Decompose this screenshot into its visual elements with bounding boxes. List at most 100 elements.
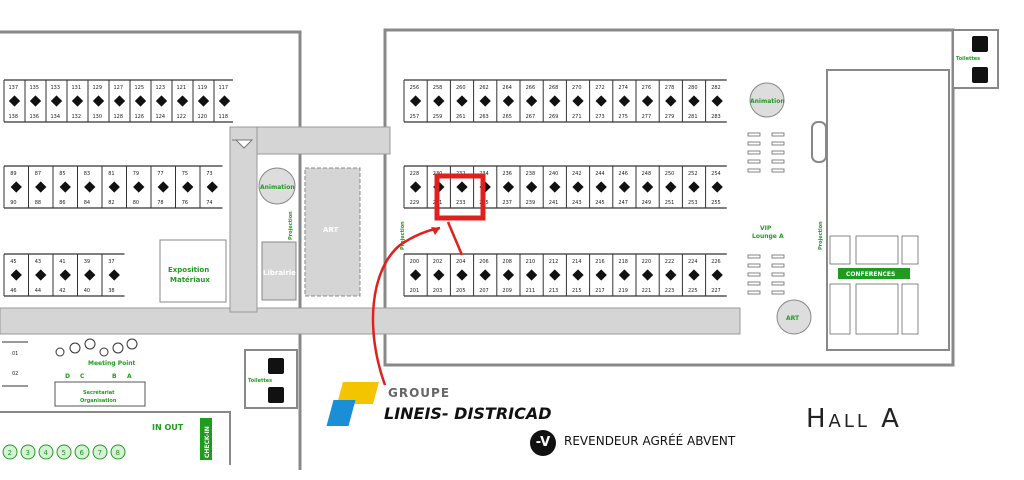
highlight-booth-box[interactable] — [434, 173, 486, 221]
booth-number[interactable]: 130 — [93, 114, 103, 120]
booth-number[interactable]: 88 — [35, 200, 41, 206]
booth-number[interactable]: 125 — [135, 85, 145, 91]
booth-number[interactable]: 39 — [84, 259, 90, 265]
booth-number[interactable]: 44 — [35, 288, 41, 294]
booth-number[interactable]: 265 — [502, 114, 512, 120]
booth-number[interactable]: 272 — [595, 85, 605, 91]
booth-number[interactable]: 245 — [595, 200, 605, 206]
booth-number[interactable]: 215 — [572, 288, 582, 294]
booth-number[interactable]: 273 — [595, 114, 605, 120]
booth-number[interactable]: 264 — [502, 85, 512, 91]
booth-number[interactable]: 218 — [618, 259, 628, 265]
booth-number[interactable]: 266 — [526, 85, 536, 91]
booth-number[interactable]: 117 — [219, 85, 229, 91]
booth-number[interactable]: 77 — [157, 171, 163, 177]
booth-number[interactable]: 123 — [156, 85, 166, 91]
booth-number[interactable]: 81 — [108, 171, 114, 177]
booth-number[interactable]: 244 — [595, 171, 605, 177]
booth-number[interactable]: 238 — [526, 171, 536, 177]
booth-number[interactable]: 132 — [72, 114, 82, 120]
booth-number[interactable]: 37 — [108, 259, 114, 265]
booth-number[interactable]: 01 — [12, 351, 18, 357]
booth-number[interactable]: 251 — [665, 200, 675, 206]
booth-number[interactable]: 239 — [526, 200, 536, 206]
booth-number[interactable]: 255 — [711, 200, 721, 206]
booth-number[interactable]: 269 — [549, 114, 559, 120]
booth-number[interactable]: 263 — [479, 114, 489, 120]
booth-number[interactable]: 236 — [502, 171, 512, 177]
booth-number[interactable]: 137 — [9, 85, 19, 91]
booth-number[interactable]: 201 — [410, 288, 420, 294]
booth-number[interactable]: 241 — [549, 200, 559, 206]
booth-number[interactable]: 84 — [84, 200, 90, 206]
booth-number[interactable]: 274 — [618, 85, 628, 91]
booth-number[interactable]: 271 — [572, 114, 582, 120]
booth-number[interactable]: 205 — [456, 288, 466, 294]
booth-number[interactable]: 233 — [456, 200, 466, 206]
booth-number[interactable]: 134 — [51, 114, 61, 120]
booth-number[interactable]: 133 — [51, 85, 61, 91]
booth-number[interactable]: 85 — [59, 171, 65, 177]
booth-number[interactable]: 02 — [12, 371, 18, 377]
booth-number[interactable]: 135 — [30, 85, 40, 91]
booth-number[interactable]: 208 — [502, 259, 512, 265]
booth-number[interactable]: 120 — [198, 114, 208, 120]
booth-number[interactable]: 248 — [642, 171, 652, 177]
booth-number[interactable]: 237 — [502, 200, 512, 206]
booth-number[interactable]: 87 — [35, 171, 41, 177]
booth-number[interactable]: 127 — [114, 85, 124, 91]
booth-number[interactable]: 82 — [108, 200, 114, 206]
booth-number[interactable]: 76 — [182, 200, 188, 206]
booth-number[interactable]: 220 — [642, 259, 652, 265]
booth-number[interactable]: 126 — [135, 114, 145, 120]
booth-number[interactable]: 267 — [526, 114, 536, 120]
booth-number[interactable]: 83 — [84, 171, 90, 177]
booth-number[interactable]: 46 — [10, 288, 16, 294]
booth-number[interactable]: 229 — [410, 200, 420, 206]
booth-number[interactable]: 243 — [572, 200, 582, 206]
booth-number[interactable]: 228 — [410, 171, 420, 177]
booth-number[interactable]: 211 — [526, 288, 536, 294]
booth-number[interactable]: 203 — [433, 288, 443, 294]
booth-number[interactable]: 279 — [665, 114, 675, 120]
booth-number[interactable]: 221 — [642, 288, 652, 294]
booth-number[interactable]: 225 — [688, 288, 698, 294]
booth-number[interactable]: 80 — [133, 200, 139, 206]
booth-number[interactable]: 224 — [688, 259, 698, 265]
booth-number[interactable]: 202 — [433, 259, 443, 265]
booth-number[interactable]: 38 — [108, 288, 114, 294]
booth-number[interactable]: 254 — [711, 171, 721, 177]
booth-number[interactable]: 128 — [114, 114, 124, 120]
booth-number[interactable]: 119 — [198, 85, 208, 91]
booth-number[interactable]: 86 — [59, 200, 65, 206]
booth-number[interactable]: 275 — [618, 114, 628, 120]
booth-number[interactable]: 43 — [35, 259, 41, 265]
booth-number[interactable]: 209 — [502, 288, 512, 294]
booth-number[interactable]: 217 — [595, 288, 605, 294]
booth-number[interactable]: 262 — [479, 85, 489, 91]
booth-number[interactable]: 242 — [572, 171, 582, 177]
booth-number[interactable]: 257 — [410, 114, 420, 120]
booth-number[interactable]: 40 — [84, 288, 90, 294]
booth-number[interactable]: 259 — [433, 114, 443, 120]
booth-number[interactable]: 247 — [618, 200, 628, 206]
booth-number[interactable]: 240 — [549, 171, 559, 177]
booth-number[interactable]: 121 — [177, 85, 187, 91]
booth-number[interactable]: 219 — [618, 288, 628, 294]
booth-number[interactable]: 136 — [30, 114, 40, 120]
booth-number[interactable]: 270 — [572, 85, 582, 91]
booth-number[interactable]: 89 — [10, 171, 16, 177]
booth-number[interactable]: 280 — [688, 85, 698, 91]
booth-number[interactable]: 138 — [9, 114, 19, 120]
booth-number[interactable]: 252 — [688, 171, 698, 177]
booth-number[interactable]: 75 — [182, 171, 188, 177]
booth-number[interactable]: 200 — [410, 259, 420, 265]
booth-number[interactable]: 246 — [618, 171, 628, 177]
booth-number[interactable]: 124 — [156, 114, 166, 120]
booth-number[interactable]: 260 — [456, 85, 466, 91]
booth-number[interactable]: 216 — [595, 259, 605, 265]
booth-number[interactable]: 122 — [177, 114, 187, 120]
booth-number[interactable]: 256 — [410, 85, 420, 91]
booth-number[interactable]: 79 — [133, 171, 139, 177]
booth-number[interactable]: 278 — [665, 85, 675, 91]
